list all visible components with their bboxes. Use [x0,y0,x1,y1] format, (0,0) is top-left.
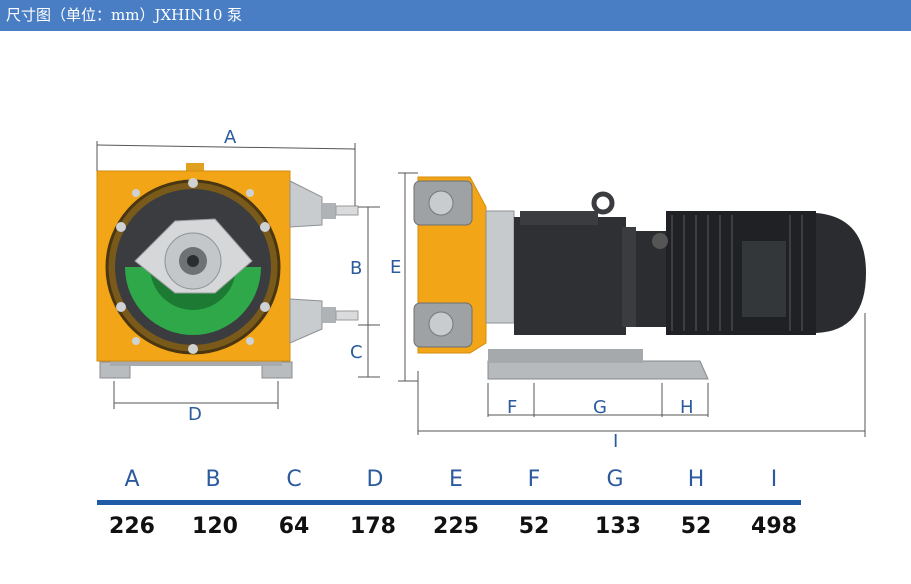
dimension-table-values: 226 120 64 178 225 52 133 52 498 [90,507,810,547]
label-I: I [613,431,618,451]
dim-lines-left [96,141,380,409]
table-value-cell: 498 [751,514,797,539]
table-divider [97,500,801,505]
label-E: E [390,257,401,278]
table-value-cell: 52 [518,514,550,539]
table-header-cell: H [687,467,705,492]
dimension-table-header: A B C D E F G H I [90,462,810,498]
table-value-cell: 52 [680,514,712,539]
table-header-cell: C [286,467,302,492]
table-value-cell: 133 [595,514,641,539]
label-C: C [350,342,363,363]
dimension-drawing: A B C D [96,127,866,451]
table-header-cell: D [366,467,384,492]
label-H: H [680,397,694,418]
table-header-cell: B [205,467,221,492]
header-title: 尺寸图（单位：mm）JXHIN10 泵 [6,6,243,24]
pump-side-view [413,176,866,380]
dim-lines-right [398,172,866,437]
pump-front-view [96,163,359,379]
table-header-cell: I [770,467,778,492]
page-header: 尺寸图（单位：mm）JXHIN10 泵 [0,0,911,31]
table-header-cell: E [449,467,463,492]
table-header-cell: A [124,467,140,492]
label-A: A [224,127,237,148]
table-value-cell: 225 [433,514,479,539]
table-value-cell: 120 [192,514,238,539]
table-value-cell: 226 [109,514,155,539]
table-value-cell: 64 [278,514,310,539]
table-header-cell: F [527,467,541,492]
table-header-cell: G [606,467,624,492]
table-value-cell: 178 [350,514,396,539]
label-B: B [350,258,362,279]
label-G: G [593,397,607,418]
label-D: D [188,404,202,425]
label-F: F [507,397,517,418]
